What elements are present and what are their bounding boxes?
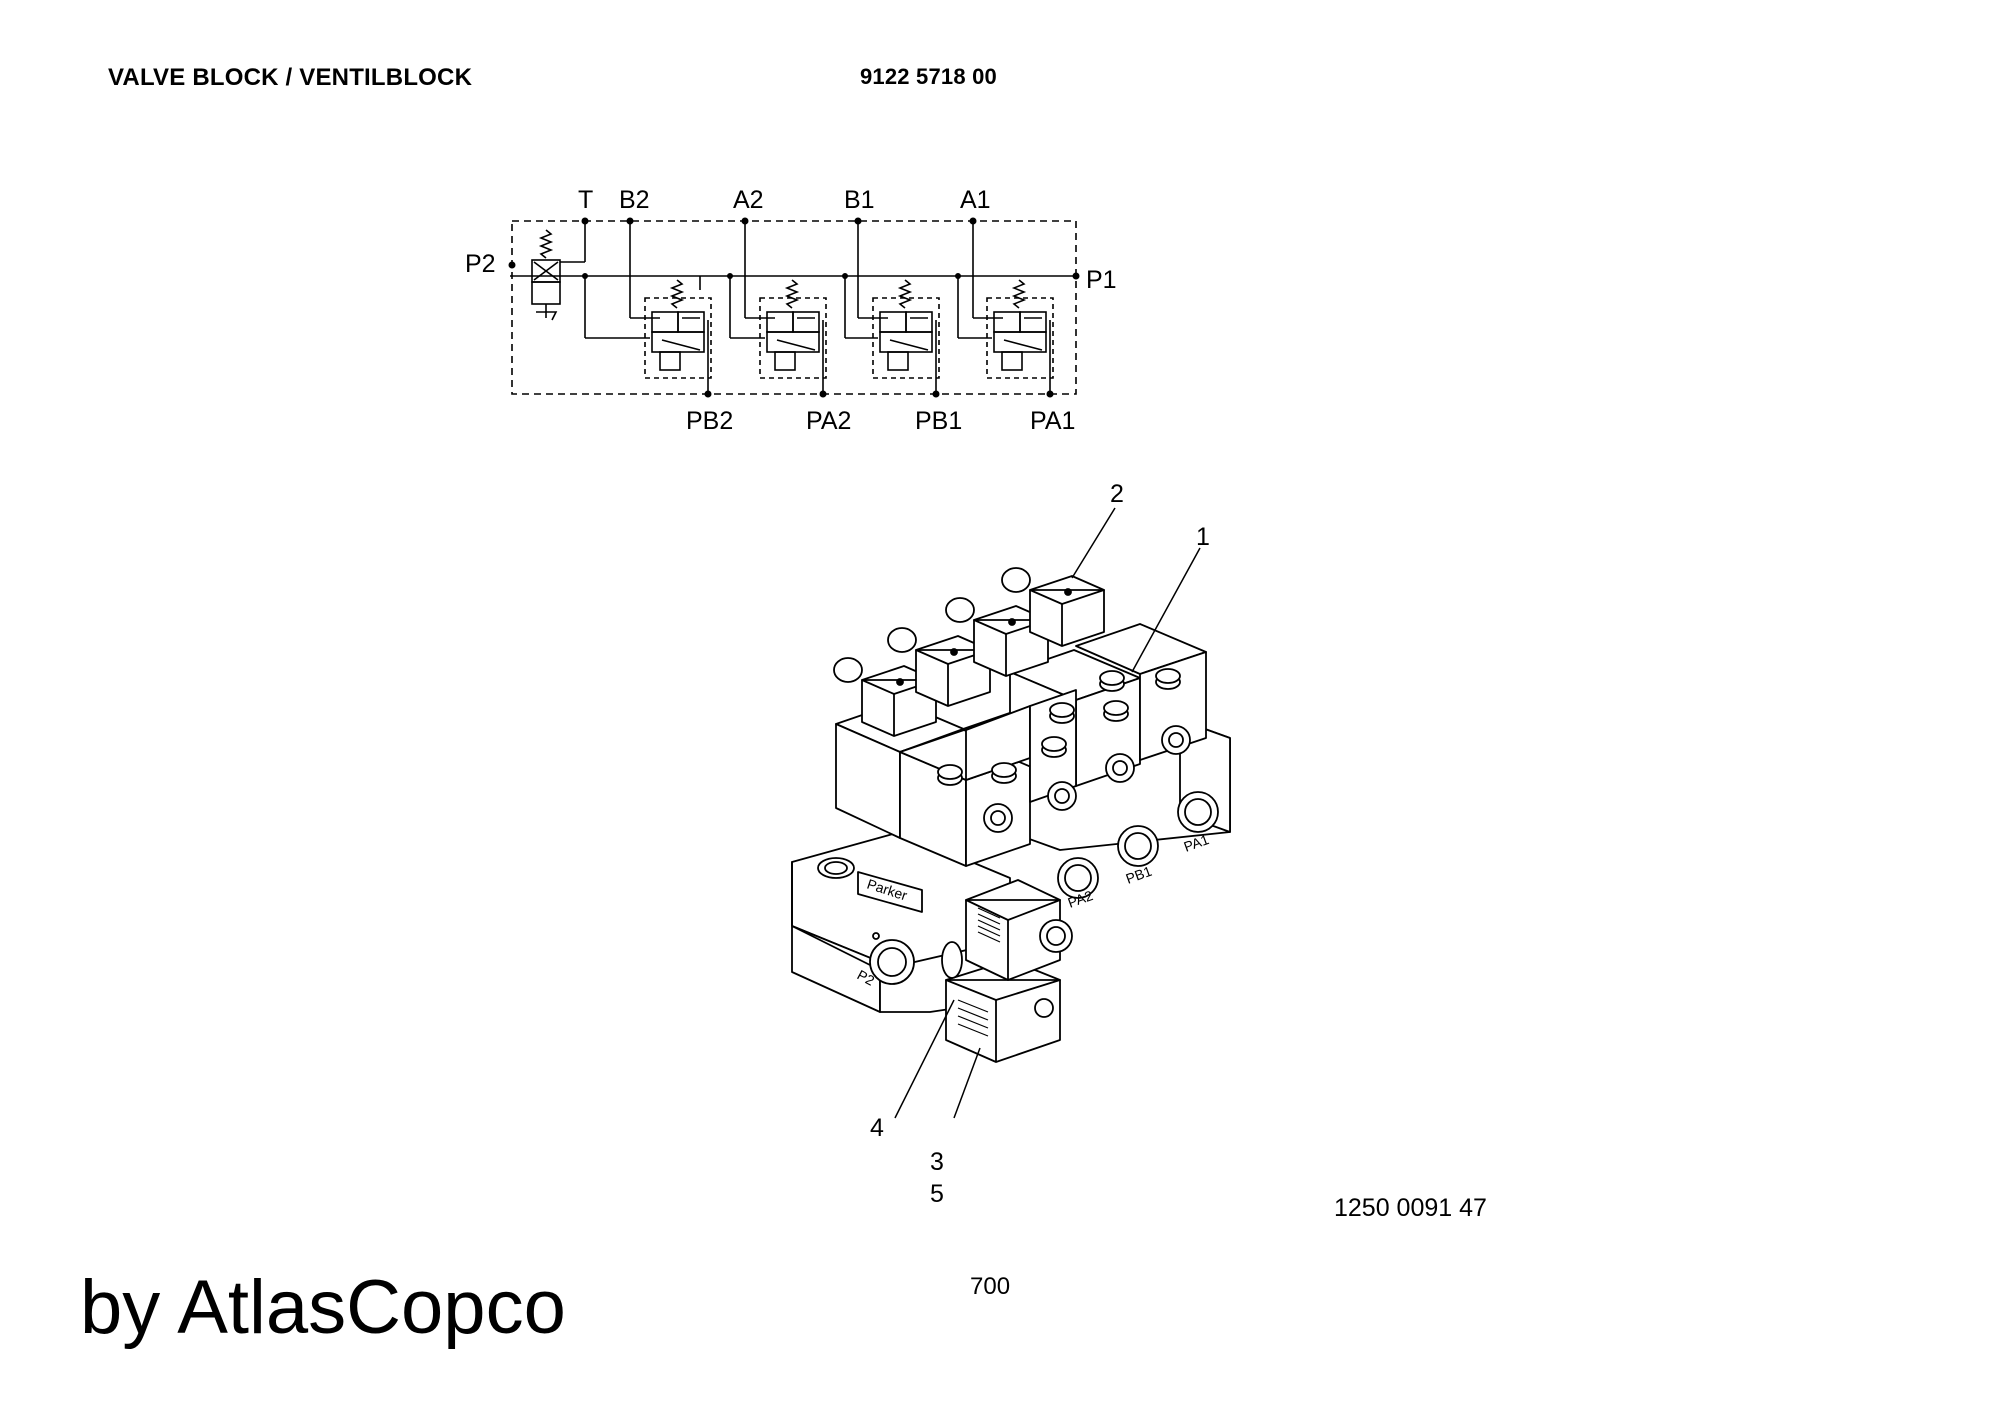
iso-port-pb1: PB1: [1124, 863, 1155, 887]
port-label-p2: P2: [465, 250, 496, 278]
port-label-a2: A2: [733, 186, 764, 214]
item-number-4: 4: [870, 1114, 884, 1142]
page-number: 700: [970, 1273, 1011, 1300]
valve-block-isometric: [791, 507, 1231, 1119]
drawing-number: 1250 0091 47: [1334, 1194, 1487, 1222]
directional-valve-2: [759, 279, 827, 379]
front-solenoid: [941, 879, 1073, 1063]
port-label-pb2: PB2: [686, 407, 733, 435]
nameplate: [857, 871, 923, 913]
item-number-5: 5: [930, 1180, 944, 1208]
directional-valve-3: [872, 279, 940, 379]
port-label-b1: B1: [844, 186, 875, 214]
part-number: 9122 5718 00: [860, 64, 997, 89]
item-number-1: 1: [1196, 523, 1210, 551]
item-number-3: 3: [930, 1148, 944, 1176]
directional-valve-4: [986, 279, 1054, 379]
item-number-2: 2: [1110, 480, 1124, 508]
iso-port-p2: P2: [855, 967, 878, 989]
port-label-t: T: [578, 186, 593, 214]
page-title: VALVE BLOCK / VENTILBLOCK: [108, 64, 473, 91]
hydraulic-schematic: [508, 217, 1080, 398]
port-label-pa2: PA2: [806, 407, 851, 435]
solenoid-coil-2: [887, 627, 991, 707]
solenoid-coil-4: [1001, 567, 1105, 647]
port-label-a1: A1: [960, 186, 991, 214]
directional-valve-1: [644, 279, 712, 379]
hex-fittings: [937, 668, 1191, 833]
port-label-pb1: PB1: [915, 407, 962, 435]
port-label-b2: B2: [619, 186, 650, 214]
port-label-pa1: PA1: [1030, 407, 1075, 435]
leader-lines: [894, 507, 1201, 1119]
brand-watermark: by AtlasCopco: [80, 1265, 566, 1350]
schematic-enclosure: [511, 220, 1077, 395]
port-label-p1: P1: [1086, 266, 1117, 294]
